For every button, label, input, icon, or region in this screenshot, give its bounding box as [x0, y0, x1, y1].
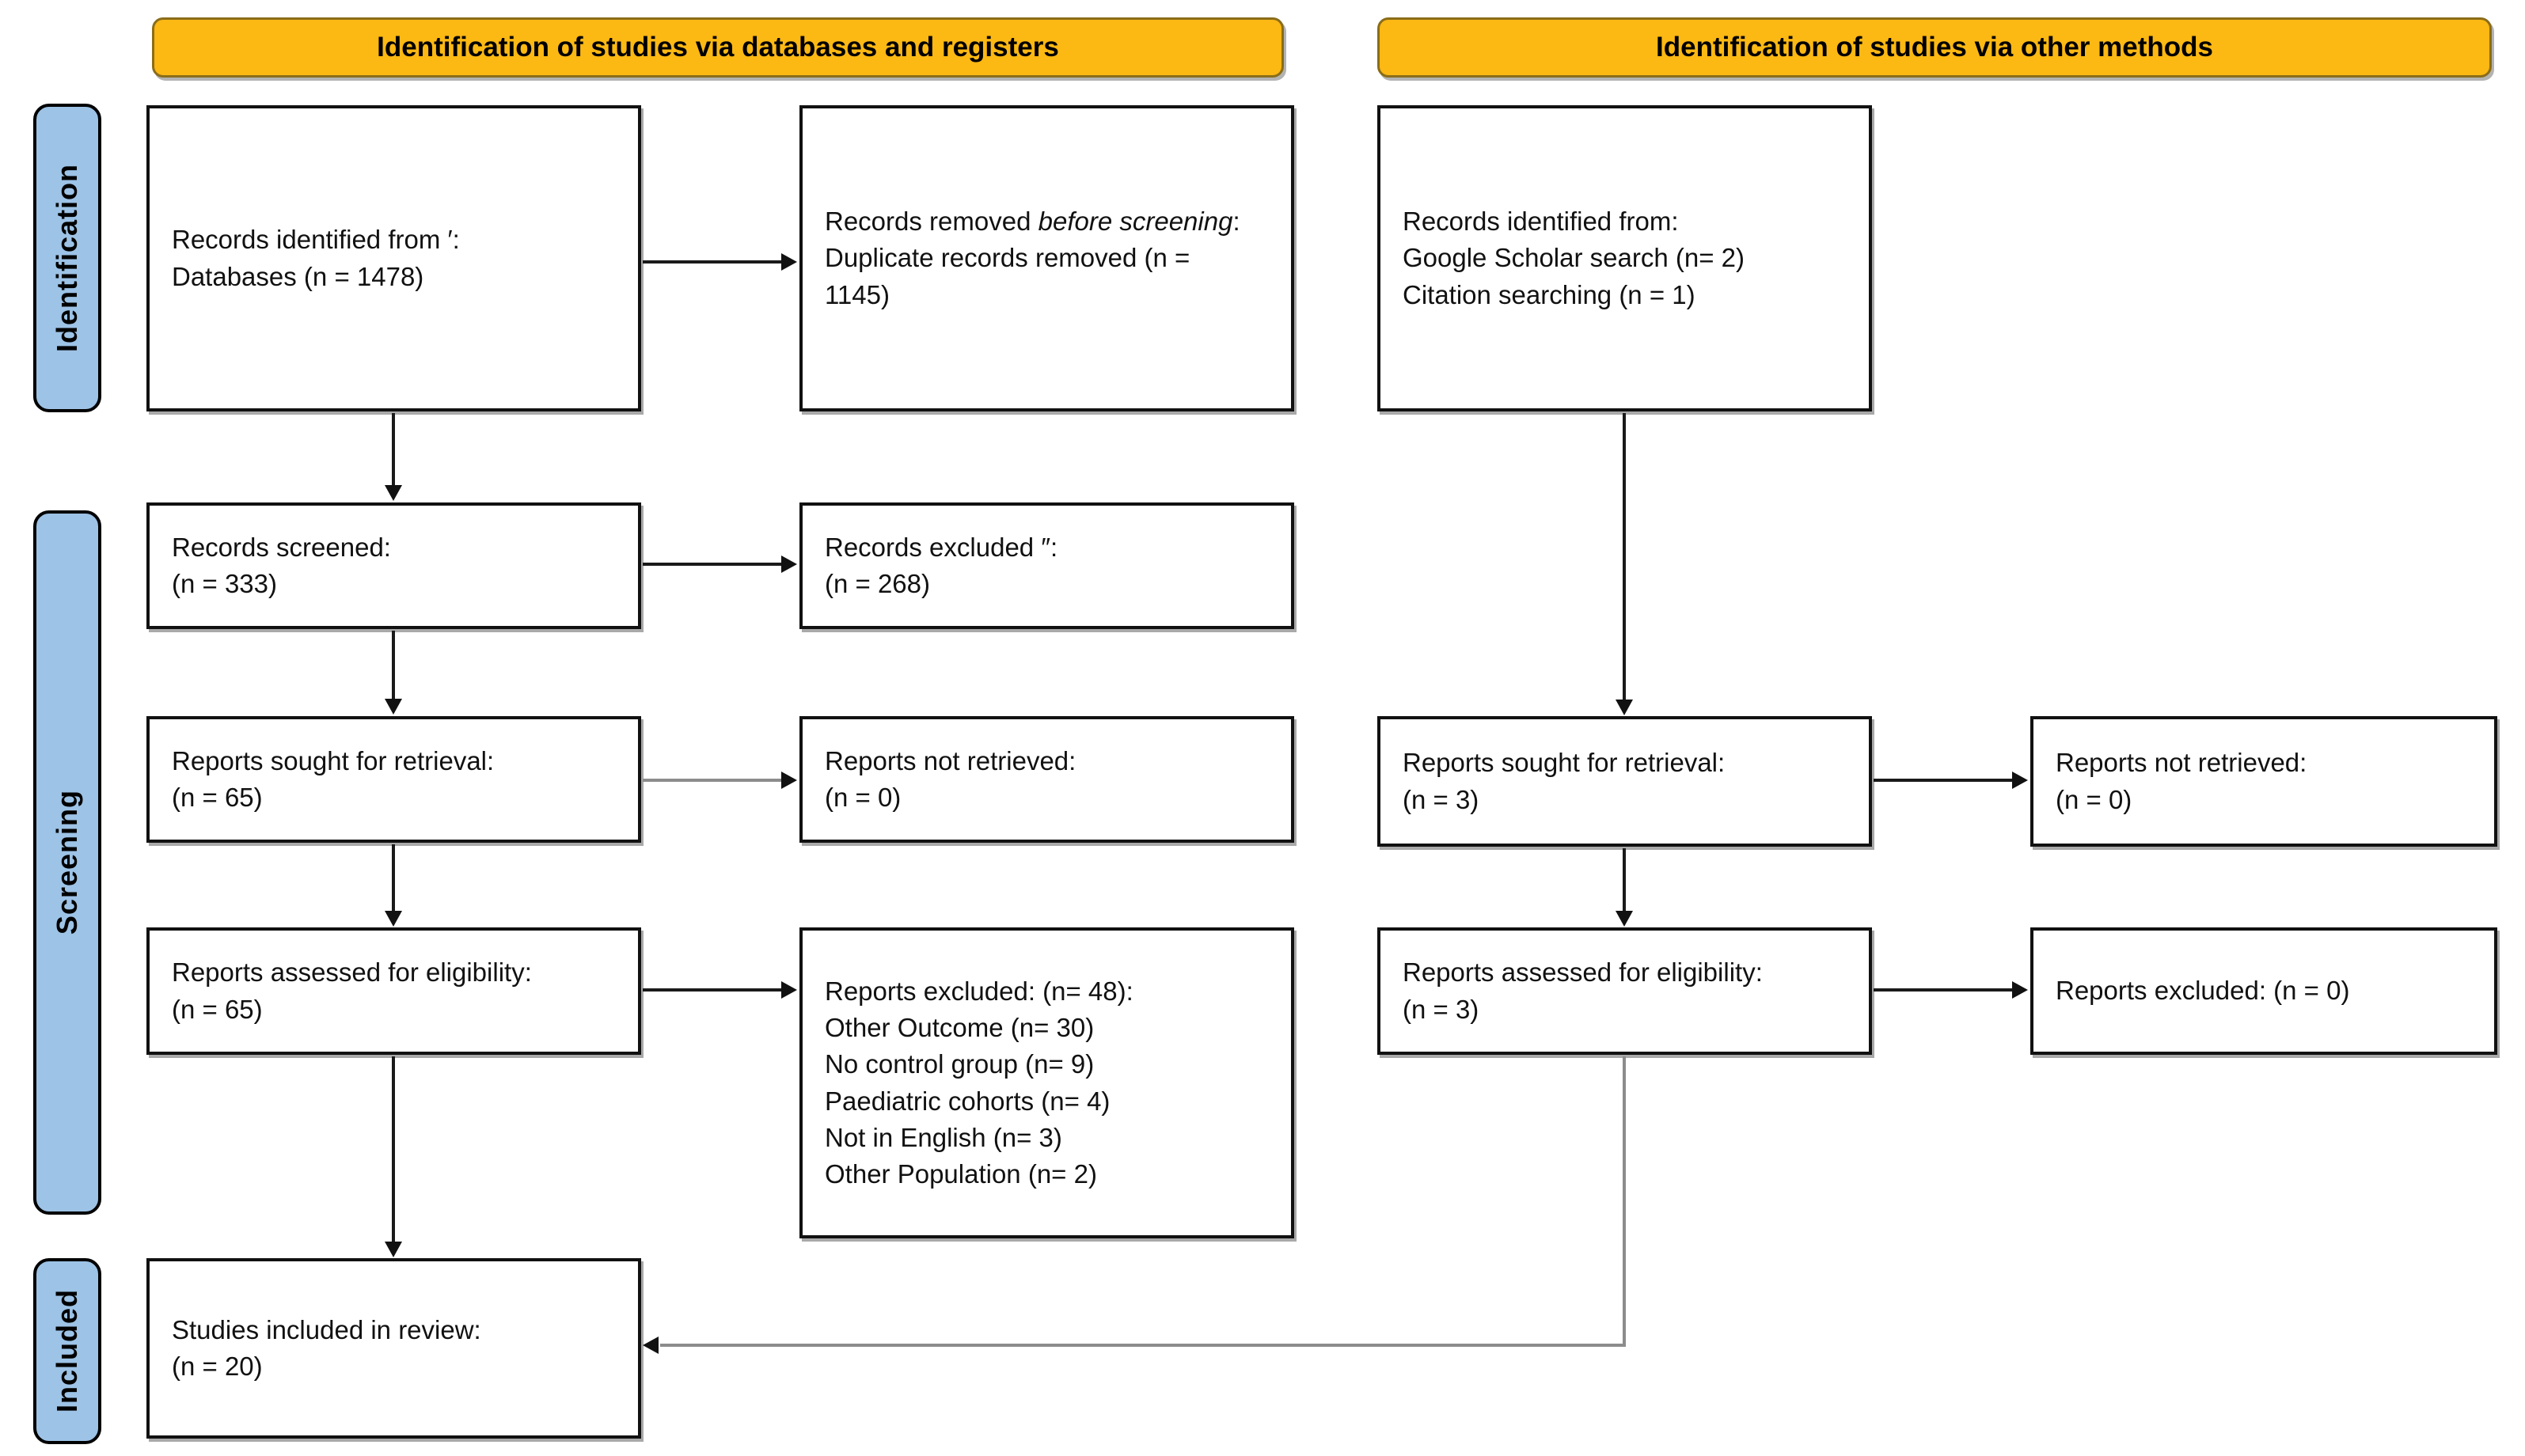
- box-line: Reports assessed for eligibility:: [172, 957, 532, 988]
- box-reports-sought-other: Reports sought for retrieval: (n = 3): [1377, 716, 1872, 847]
- box-line: Records identified from ′:: [172, 225, 460, 255]
- box-records-screened: Records screened: (n = 333): [146, 502, 641, 629]
- arrow-right-icon: [781, 253, 797, 271]
- flow-connector: [392, 631, 395, 700]
- box-reports-not-retrieved-left: Reports not retrieved: (n = 0): [799, 716, 1294, 843]
- arrow-down-icon: [1616, 911, 1633, 927]
- stage-screening: Screening: [33, 510, 101, 1215]
- flow-connector: [643, 988, 782, 992]
- box-line: Citation searching (n = 1): [1403, 279, 1695, 309]
- arrow-down-icon: [385, 911, 402, 927]
- arrow-right-icon: [781, 772, 797, 789]
- box-line: (n = 3): [1403, 994, 1479, 1024]
- box-line: Duplicate records removed (n = 1145): [825, 243, 1190, 309]
- flow-connector: [1874, 988, 2013, 992]
- stage-screening-label: Screening: [51, 790, 83, 935]
- box-studies-included: Studies included in review: (n = 20): [146, 1258, 641, 1439]
- box-line: Reports not retrieved:: [825, 745, 1076, 775]
- stage-included-label: Included: [51, 1289, 83, 1413]
- arrow-right-icon: [781, 555, 797, 573]
- box-reports-not-retrieved-other: Reports not retrieved: (n = 0): [2030, 716, 2497, 847]
- box-line: Records screened:: [172, 532, 391, 562]
- box-line: (n = 20): [172, 1352, 263, 1381]
- flow-connector: [660, 1344, 1626, 1347]
- box-line: Reports sought for retrieval:: [172, 745, 495, 775]
- box-reports-excluded-other: Reports excluded: (n = 0): [2030, 927, 2497, 1055]
- arrow-right-icon: [2012, 981, 2028, 999]
- exclusion-reason: Other Outcome (n= 30): [825, 1013, 1095, 1043]
- box-line: (n = 268): [825, 569, 930, 598]
- flow-connector: [1623, 1056, 1626, 1347]
- box-line: (n = 333): [172, 569, 277, 598]
- arrow-down-icon: [385, 485, 402, 501]
- flow-connector: [392, 413, 395, 486]
- exclusion-reason: Not in English (n= 3): [825, 1122, 1062, 1152]
- box-line: Records identified from:: [1403, 207, 1679, 237]
- exclusion-reason: Other Population (n= 2): [825, 1158, 1097, 1189]
- box-line: Records excluded ″:: [825, 532, 1058, 562]
- box-line: Reports sought for retrieval:: [1403, 748, 1726, 778]
- flow-connector: [643, 779, 782, 782]
- box-line: (n = 3): [1403, 784, 1479, 814]
- exclusion-reason: No control group (n= 9): [825, 1049, 1095, 1079]
- banner-other-label: Identification of studies via other meth…: [1656, 32, 2213, 63]
- stage-included: Included: [33, 1258, 101, 1444]
- box-line: (n = 65): [172, 783, 263, 812]
- box-line: Databases (n = 1478): [172, 261, 424, 291]
- flow-connector: [643, 260, 782, 264]
- arrow-down-icon: [1616, 700, 1633, 715]
- box-line: (n = 65): [172, 994, 263, 1024]
- box-records-identified-other: Records identified from: Google Scholar …: [1377, 105, 1872, 411]
- records-removed-prefix: Records removed: [825, 207, 1038, 237]
- box-records-removed: Records removed before screening: Duplic…: [799, 105, 1294, 411]
- arrow-right-icon: [2012, 772, 2028, 789]
- box-line: Reports assessed for eligibility:: [1403, 957, 1763, 988]
- box-reports-excluded-reasons: Reports excluded: (n= 48): Other Outcome…: [799, 927, 1294, 1238]
- records-removed-italic: before screening: [1038, 207, 1233, 237]
- flow-connector: [1874, 779, 2013, 782]
- flow-connector: [392, 844, 395, 912]
- box-line: Reports excluded: (n = 0): [2056, 976, 2350, 1006]
- box-line: Reports excluded: (n= 48):: [825, 976, 1133, 1006]
- records-removed-suffix: :: [1232, 207, 1240, 237]
- banner-databases-label: Identification of studies via databases …: [377, 32, 1059, 63]
- stage-identification-label: Identification: [51, 164, 83, 352]
- box-line: (n = 0): [2056, 784, 2132, 814]
- flow-connector: [643, 563, 782, 566]
- arrow-right-icon: [781, 981, 797, 999]
- box-reports-assessed-left: Reports assessed for eligibility: (n = 6…: [146, 927, 641, 1055]
- arrow-down-icon: [385, 1242, 402, 1257]
- box-line: Google Scholar search (n= 2): [1403, 243, 1745, 273]
- box-reports-assessed-other: Reports assessed for eligibility: (n = 3…: [1377, 927, 1872, 1055]
- exclusion-reason: Paediatric cohorts (n= 4): [825, 1086, 1111, 1116]
- stage-identification: Identification: [33, 104, 101, 412]
- arrow-left-icon: [643, 1337, 659, 1354]
- flow-connector: [1623, 848, 1626, 912]
- box-line: Studies included in review:: [172, 1314, 481, 1344]
- box-line: (n = 0): [825, 783, 902, 812]
- flow-connector: [392, 1056, 395, 1243]
- banner-other-methods: Identification of studies via other meth…: [1377, 17, 2492, 78]
- box-line: Reports not retrieved:: [2056, 748, 2307, 778]
- flow-connector: [1623, 413, 1626, 701]
- arrow-down-icon: [385, 699, 402, 715]
- box-records-identified-databases: Records identified from ′: Databases (n …: [146, 105, 641, 411]
- banner-databases-registers: Identification of studies via databases …: [152, 17, 1284, 78]
- box-line: Records removed before screening:: [825, 203, 1240, 240]
- box-records-excluded: Records excluded ″: (n = 268): [799, 502, 1294, 629]
- box-reports-sought-left: Reports sought for retrieval: (n = 65): [146, 716, 641, 843]
